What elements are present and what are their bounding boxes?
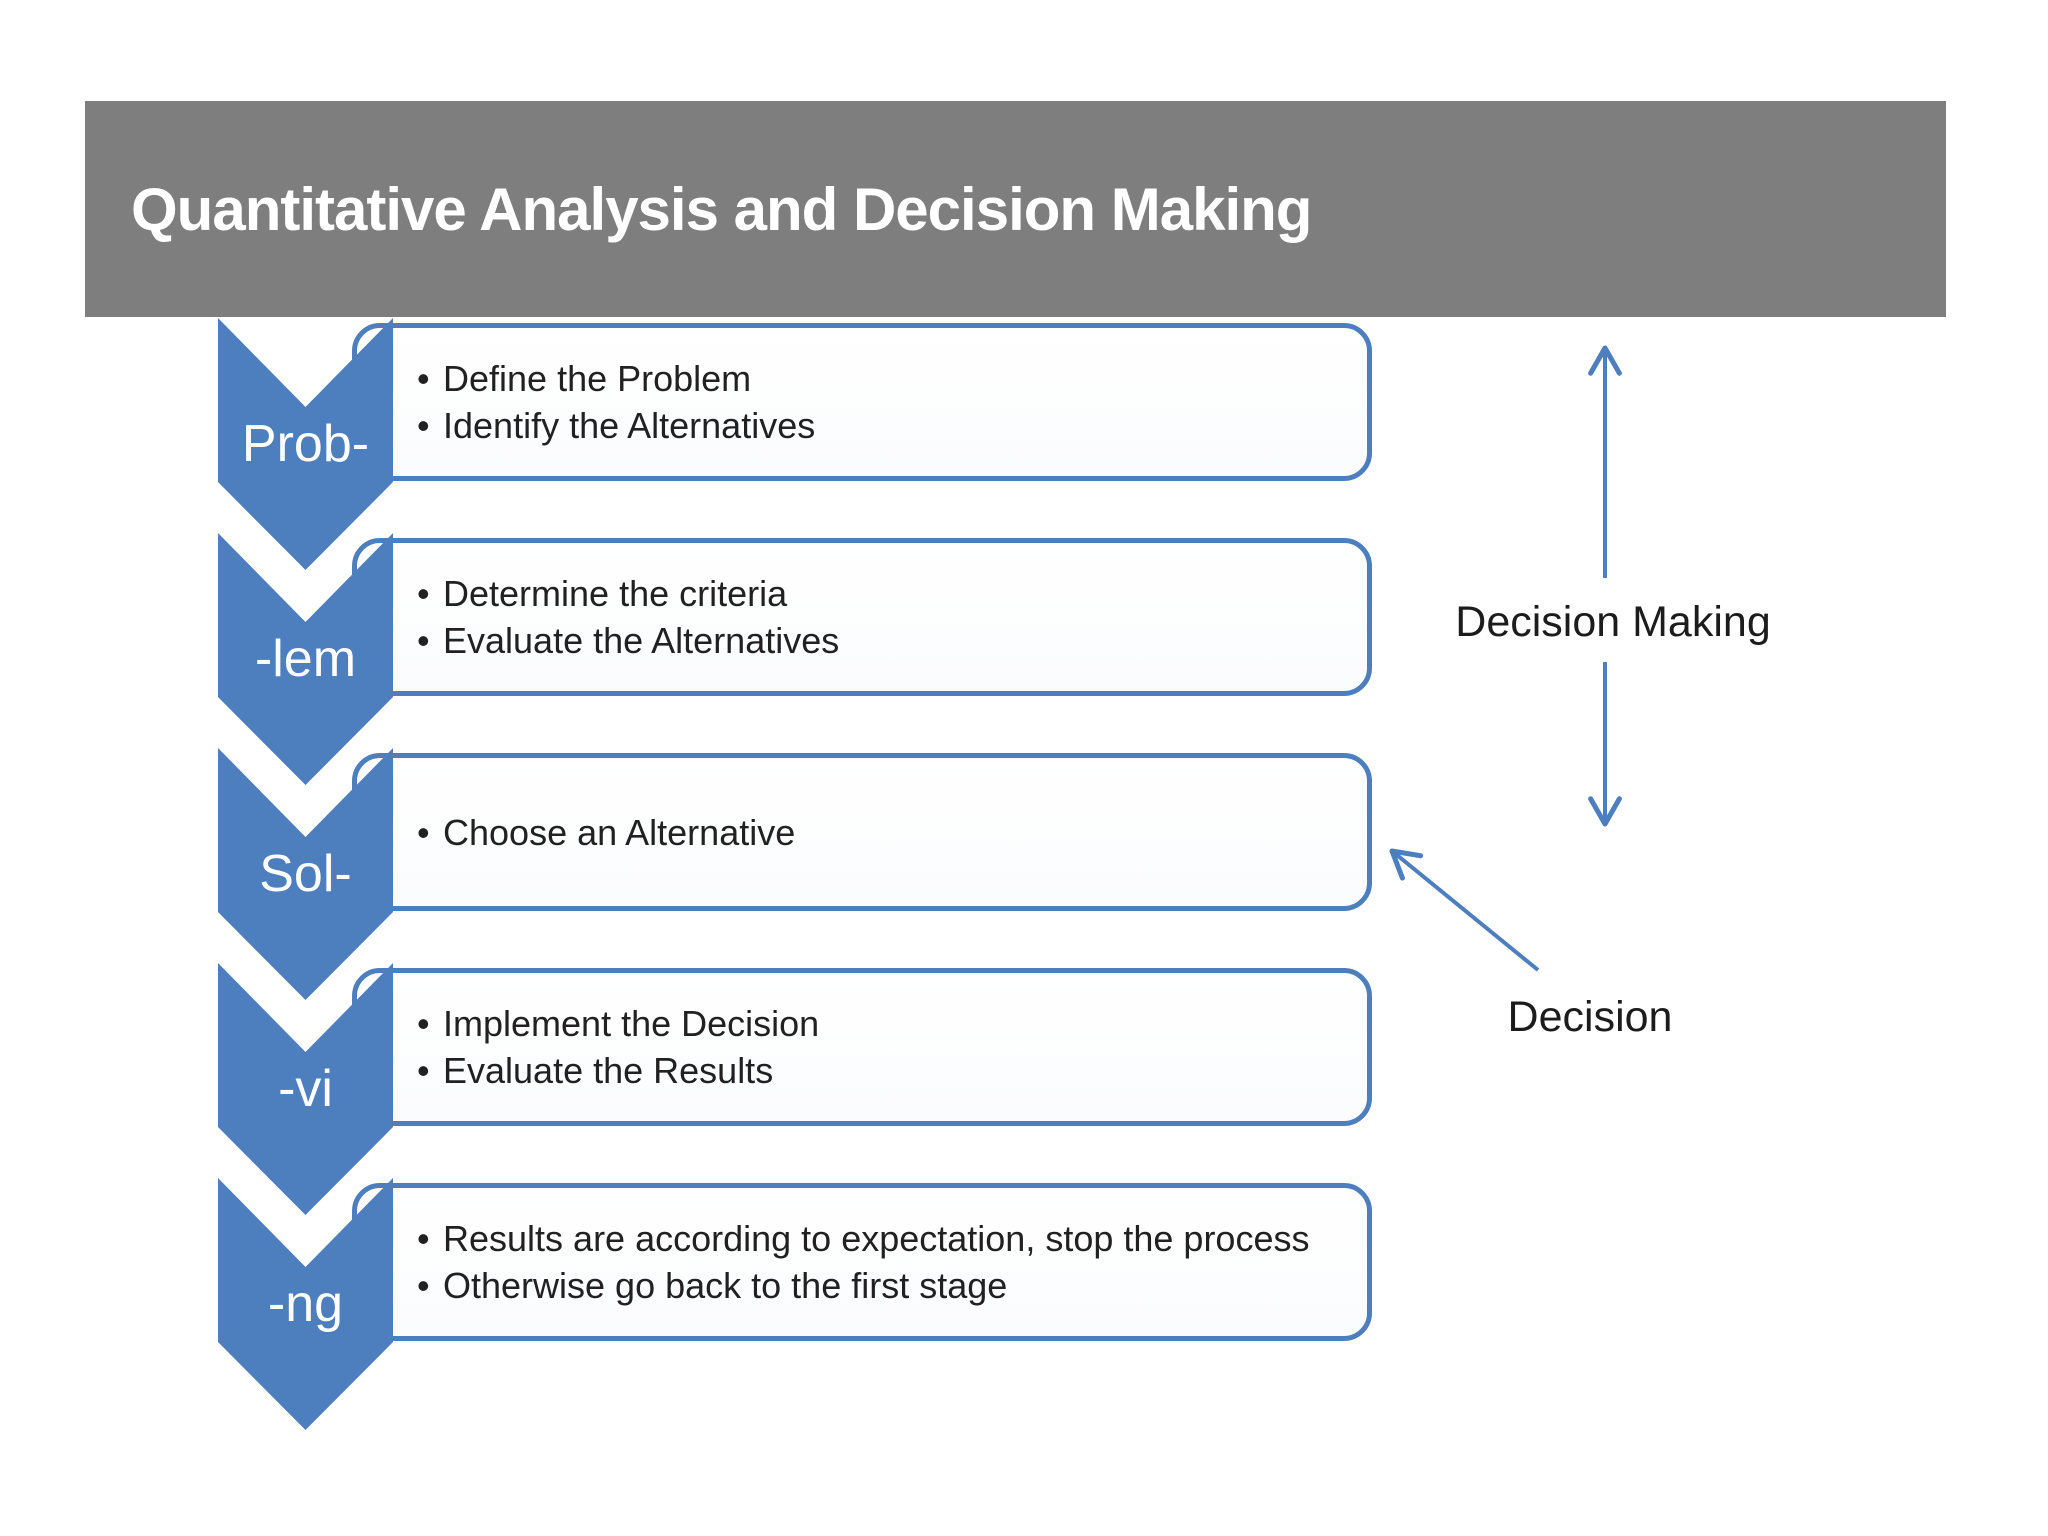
bullet-item: Results are according to expectation, st… [417, 1215, 1309, 1262]
stage-1-chevron: Prob- [218, 318, 393, 570]
stage-2-box: Determine the criteria Evaluate the Alte… [352, 538, 1372, 696]
bullet-item: Implement the Decision [417, 1000, 819, 1047]
bullet-item: Choose an Alternative [417, 809, 795, 856]
stage-4-label: -vi [278, 1060, 333, 1118]
stage-1-label: Prob- [241, 415, 370, 473]
stage-3-label: Sol- [259, 845, 352, 903]
stage-1-bullet-list: Define the Problem Identify the Alternat… [357, 355, 845, 449]
stage-4-bullet-list: Implement the Decision Evaluate the Resu… [357, 1000, 849, 1094]
bullet-item: Otherwise go back to the first stage [417, 1262, 1309, 1309]
stage-4-chevron: -vi [218, 963, 393, 1215]
page-title: Quantitative Analysis and Decision Makin… [131, 175, 1312, 243]
bullet-item: Evaluate the Results [417, 1047, 819, 1094]
bullet-item: Evaluate the Alternatives [417, 617, 839, 664]
stage-2-label: -lem [254, 630, 357, 688]
stage-3-chevron: Sol- [218, 748, 393, 1000]
stage-2-chevron: -lem [218, 533, 393, 785]
stage-5-chevron: -ng [218, 1178, 393, 1430]
stage-3-bullet-list: Choose an Alternative [357, 809, 825, 856]
stage-3-box: Choose an Alternative [352, 753, 1372, 911]
stage-5-bullet-list: Results are according to expectation, st… [357, 1215, 1339, 1309]
decision-making-label: Decision Making [1455, 598, 1771, 646]
stage-5-box: Results are according to expectation, st… [352, 1183, 1372, 1341]
title-bar: Quantitative Analysis and Decision Makin… [85, 101, 1946, 317]
stage-1-box: Define the Problem Identify the Alternat… [352, 323, 1372, 481]
bullet-item: Determine the criteria [417, 570, 839, 617]
stage-4-box: Implement the Decision Evaluate the Resu… [352, 968, 1372, 1126]
stage-2-bullet-list: Determine the criteria Evaluate the Alte… [357, 570, 869, 664]
decision-label: Decision [1507, 993, 1673, 1041]
decision-pointer-arrow [1389, 848, 1540, 972]
bullet-item: Identify the Alternatives [417, 402, 815, 449]
stage-5-label: -ng [267, 1275, 344, 1333]
bullet-item: Define the Problem [417, 355, 815, 402]
